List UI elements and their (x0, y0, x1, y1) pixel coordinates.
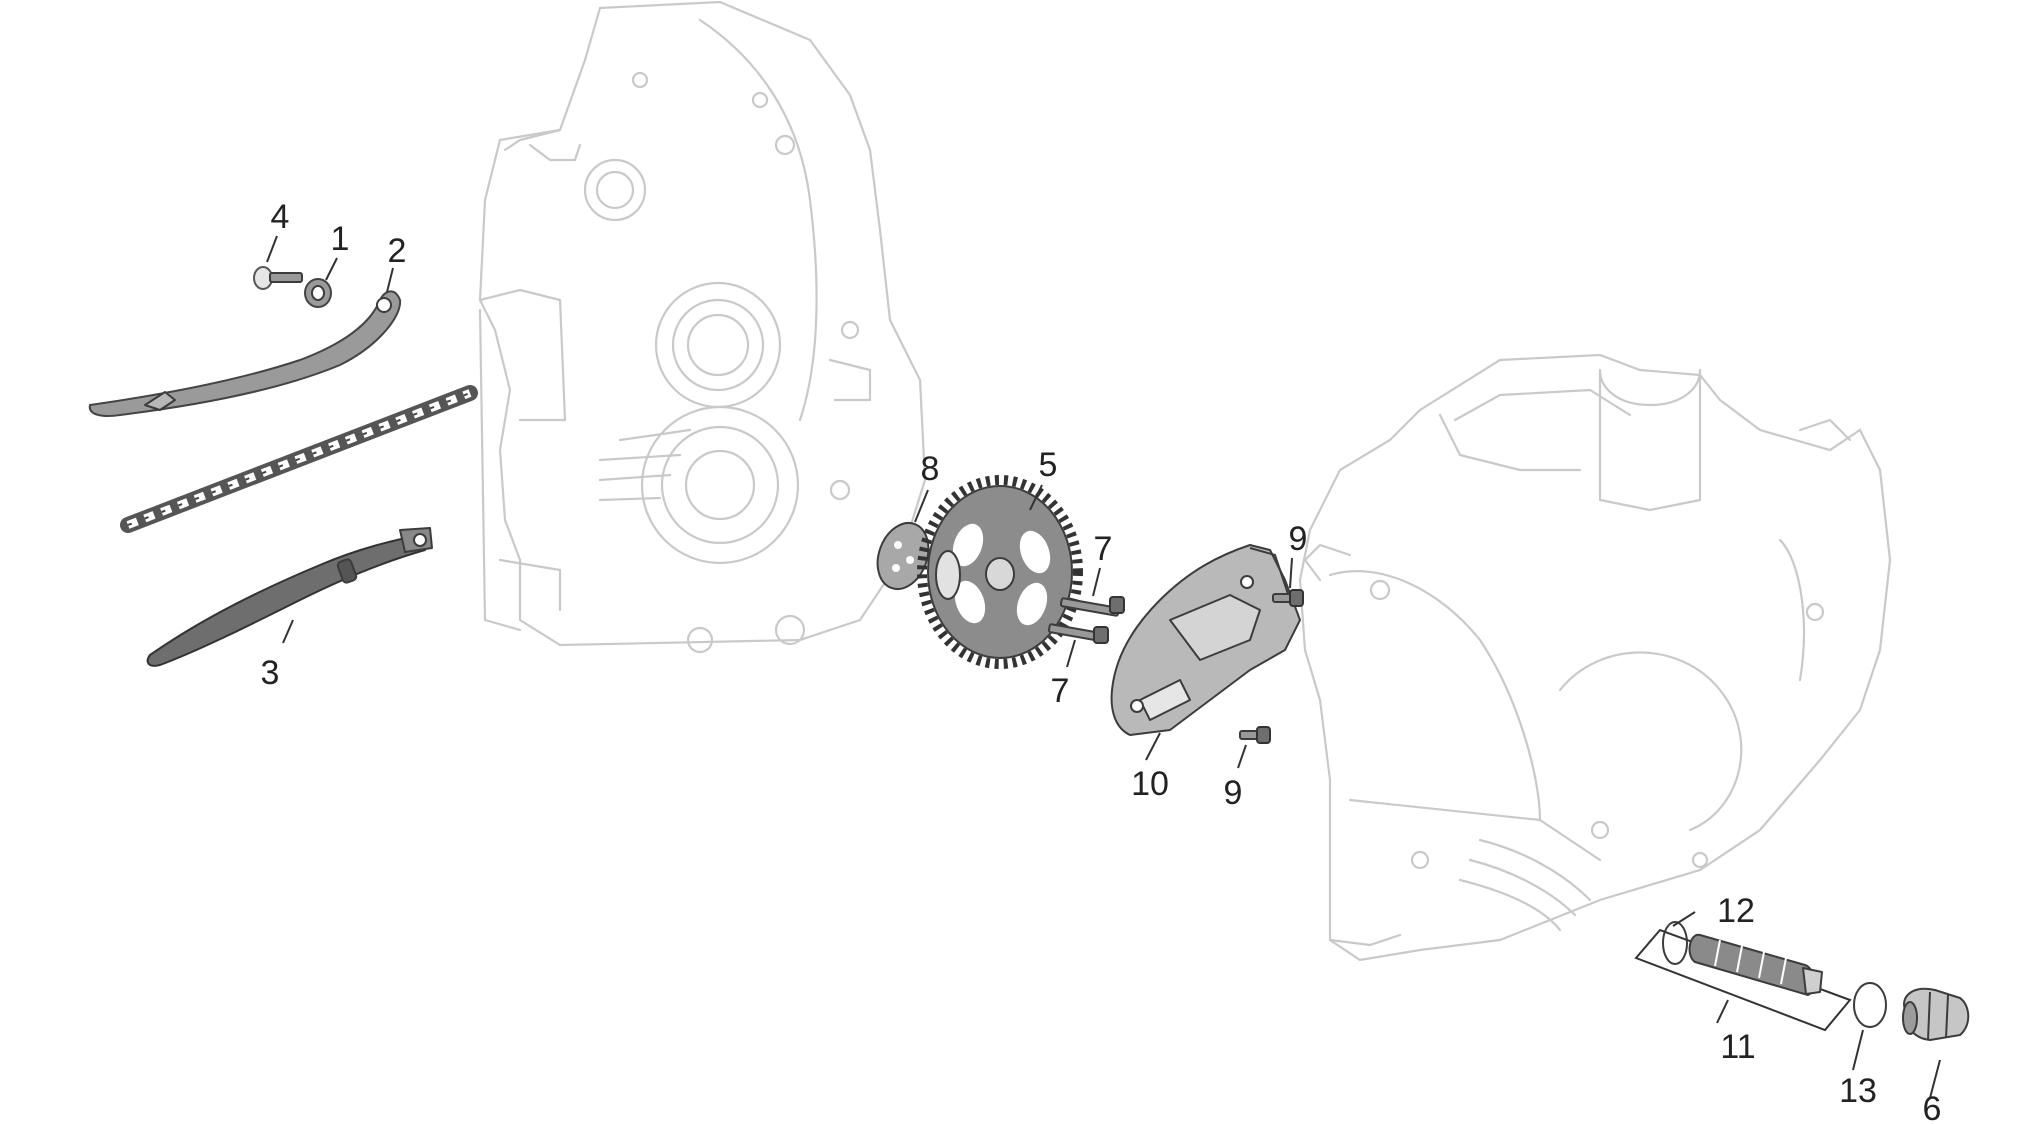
left-crankcase-outline (478, 0, 927, 654)
gear-5 (917, 475, 1083, 669)
bushing-1 (304, 278, 332, 308)
callout-10: 10 (1131, 765, 1169, 803)
callout-9-lower: 9 (1224, 774, 1243, 812)
bolt-4 (253, 266, 303, 290)
callout-8: 8 (921, 450, 940, 488)
callout-1: 1 (331, 220, 350, 258)
callout-6: 6 (1923, 1090, 1942, 1124)
timing-chain (120, 385, 478, 533)
callout-11: 11 (1720, 1028, 1755, 1066)
filter-11 (1634, 928, 1852, 1032)
o-ring-13 (1853, 982, 1887, 1028)
callout-7-upper: 7 (1094, 530, 1113, 568)
o-ring-12 (1662, 921, 1688, 965)
plate-8 (876, 522, 930, 590)
cover-10 (1110, 544, 1301, 736)
callout-5: 5 (1039, 446, 1058, 484)
callout-3: 3 (261, 654, 280, 692)
lower-chain-guide (146, 527, 433, 667)
upper-chain-guide (88, 290, 402, 417)
callout-7-lower: 7 (1051, 672, 1070, 710)
callout-4: 4 (271, 198, 290, 236)
screws-9 (1239, 589, 1304, 744)
screws-7 (1047, 596, 1125, 644)
callout-12: 12 (1717, 892, 1755, 930)
callout-9-upper: 9 (1289, 520, 1308, 558)
drain-plug-6 (1902, 987, 1970, 1041)
leader-lines (266, 235, 1941, 1099)
callout-labels: 4 1 2 3 8 5 7 7 9 9 10 12 11 13 6 (261, 198, 1942, 1124)
callout-13: 13 (1839, 1072, 1877, 1110)
callout-2: 2 (388, 232, 407, 270)
right-crankcase-outline (1298, 353, 1892, 962)
